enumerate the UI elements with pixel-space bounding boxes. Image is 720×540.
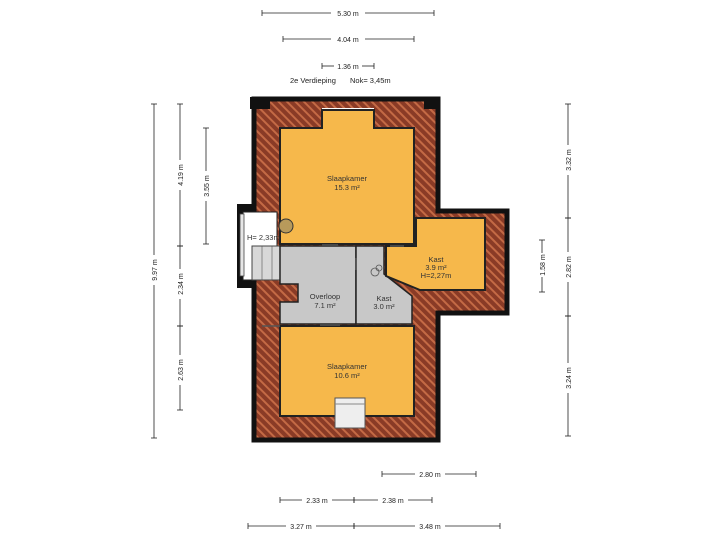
bedroom-top-area: 15.3 m² <box>334 183 360 192</box>
dim-top-inner: 4.04 m <box>337 37 359 44</box>
closet-right-room <box>385 217 486 291</box>
outer-walls <box>251 96 510 443</box>
ridge-height-label: Nok= 3,45m <box>350 76 391 85</box>
dim-top-total: 5.30 m <box>337 11 359 18</box>
dim-left-bottom: 2.63 m <box>178 359 185 381</box>
dim-left-mid: 2.34 m <box>178 273 185 295</box>
dim-left-top: 4.19 m <box>178 164 185 186</box>
dim-bottom-left-outer: 3.27 m <box>290 524 312 531</box>
closet-mid-name: Kast <box>376 294 392 303</box>
dim-bottom-left-inner: 2.33 m <box>306 498 328 505</box>
bedroom-top-name: Slaapkamer <box>327 174 368 183</box>
dim-right-wing: 1.58 m <box>540 254 547 276</box>
landing-area: 7.1 m² <box>314 301 336 310</box>
chimney <box>278 218 294 234</box>
dim-bottom-right-inner: 2.38 m <box>382 498 404 505</box>
closet-right-name: Kast <box>428 255 444 264</box>
bedroom-bottom-name: Slaapkamer <box>327 362 368 371</box>
bedroom-bottom-area: 10.6 m² <box>334 371 360 380</box>
right-wall-black-top <box>424 97 440 109</box>
landing-name: Overloop <box>310 292 340 301</box>
dim-right-top: 3.32 m <box>566 149 573 171</box>
stair-height-label: H= 2,33m <box>247 233 280 242</box>
skylight <box>334 397 366 429</box>
left-wall-black-top <box>250 97 270 109</box>
closet-right-area: 3.9 m² <box>425 263 447 272</box>
dim-left-total: 9.97 m <box>152 259 159 281</box>
closet-right-height: H=2,27m <box>421 271 452 280</box>
bedroom-top-room <box>279 109 415 245</box>
dim-right-mid: 2.82 m <box>566 256 573 278</box>
stair-annex-window <box>239 213 245 277</box>
dim-bottom-wing: 2.80 m <box>419 472 441 479</box>
floor-label: 2e Verdieping <box>290 76 336 85</box>
closet-mid-area: 3.0 m² <box>373 302 395 311</box>
boiler-icon <box>370 264 383 277</box>
door-markers <box>262 244 404 327</box>
dim-right-bottom: 3.24 m <box>566 367 573 389</box>
closet-mid-room <box>355 245 413 325</box>
dim-top-dormer: 1.36 m <box>337 64 359 71</box>
dim-bottom-right-outer: 3.48 m <box>419 524 441 531</box>
dim-left-inner: 3.55 m <box>204 175 211 197</box>
dimension-lines <box>151 10 571 529</box>
